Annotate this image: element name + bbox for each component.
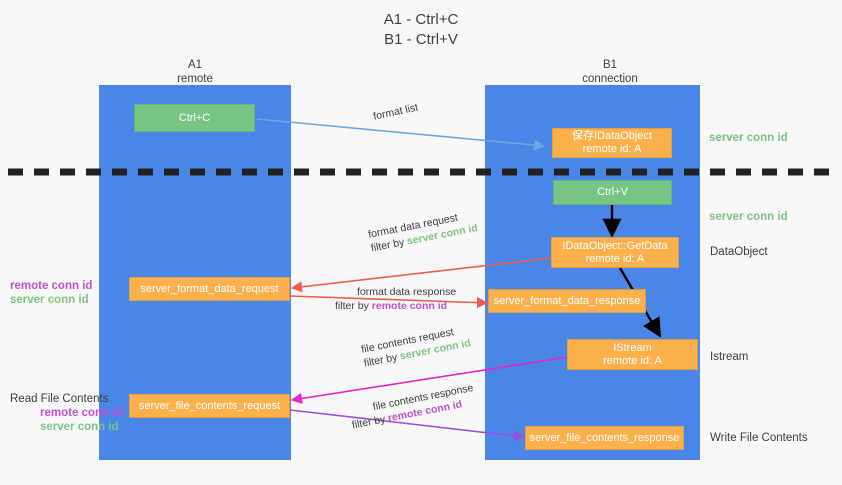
edge-label-format-list: format list [372, 101, 419, 124]
right-label-server-conn-id-mid: server conn id [709, 211, 788, 223]
lane-header-a1-sub: remote [177, 73, 213, 85]
node-server-file-contents-request-label: server_file_contents_request [138, 399, 281, 412]
right-label-data-object: DataObject [710, 246, 768, 258]
edge-label-format-data-request: format data request filter by server con… [367, 207, 479, 255]
lane-header-b1-sub: connection [582, 73, 638, 85]
node-save-idataobject[interactable]: 保存IDataObject remote id: A [552, 128, 672, 158]
node-server-file-contents-request[interactable]: server_file_contents_request [129, 394, 290, 418]
left-label-remote-conn-id-1: remote conn id [10, 280, 93, 292]
edge-label-format-data-response: format data response filter by remote co… [335, 285, 456, 313]
title-line-1: A1 - Ctrl+C [383, 11, 459, 28]
node-server-format-data-request-label: server_format_data_request [140, 282, 279, 295]
node-istream-line2: remote id: A [603, 354, 662, 367]
lane-header-a1: A1 remote [120, 58, 270, 86]
edge-label-file-contents-request: file contents request filter by server c… [360, 322, 472, 370]
edge-format-data-response-text: format data response [357, 286, 457, 298]
node-getdata-line2: remote id: A [585, 252, 645, 265]
node-istream[interactable]: IStream remote id: A [567, 339, 698, 370]
node-ctrl-c[interactable]: Ctrl+C [134, 104, 255, 132]
edge-label-format-list-text: format list [372, 101, 420, 123]
node-save-idataobject-line2: remote id: A [582, 143, 642, 155]
node-server-file-contents-response-label: server_file_contents_response [529, 431, 680, 444]
lane-header-b1-name: B1 [602, 59, 618, 71]
node-server-file-contents-response[interactable]: server_file_contents_response [525, 426, 684, 450]
lane-header-b1: B1 connection [530, 58, 690, 86]
left-label-group-file: Read File Contents remote conn id server… [10, 392, 122, 434]
left-label-remote-conn-id-2: remote conn id [40, 407, 123, 419]
edge-filter-by-text-2: filter by [335, 300, 372, 312]
node-server-format-data-response[interactable]: server_format_data_response [488, 289, 646, 313]
lane-header-a1-name: A1 [187, 59, 203, 71]
left-label-group-format: remote conn id server conn id [10, 279, 92, 307]
node-idataobject-getdata[interactable]: IDataObject::GetData remote id: A [551, 237, 679, 268]
node-save-idataobject-line1: 保存IDataObject [571, 130, 653, 142]
node-server-format-data-request[interactable]: server_format_data_request [129, 277, 290, 301]
left-label-server-conn-id-2: server conn id [40, 421, 119, 433]
right-label-server-conn-id-top: server conn id [709, 132, 788, 144]
node-getdata-line1: IDataObject::GetData [562, 239, 668, 252]
node-istream-line1: IStream [613, 341, 652, 354]
right-label-istream: Istream [710, 351, 749, 363]
node-ctrl-v-label: Ctrl+V [597, 186, 628, 198]
right-label-write-file-contents: Write File Contents [710, 432, 808, 444]
node-ctrl-c-label: Ctrl+C [178, 111, 211, 124]
edge-remote-conn-id-1: remote conn id [371, 300, 448, 312]
page-title: A1 - Ctrl+C B1 - Ctrl+V [0, 10, 842, 50]
edge-label-file-contents-response: file contents response filter by remote … [348, 381, 477, 433]
node-ctrl-v[interactable]: Ctrl+V [553, 180, 672, 205]
node-server-format-data-response-label: server_format_data_response [493, 294, 641, 307]
left-label-server-conn-id-1: server conn id [10, 294, 89, 306]
title-line-2: B1 - Ctrl+V [384, 31, 458, 48]
left-label-read-file-contents: Read File Contents [10, 393, 109, 405]
